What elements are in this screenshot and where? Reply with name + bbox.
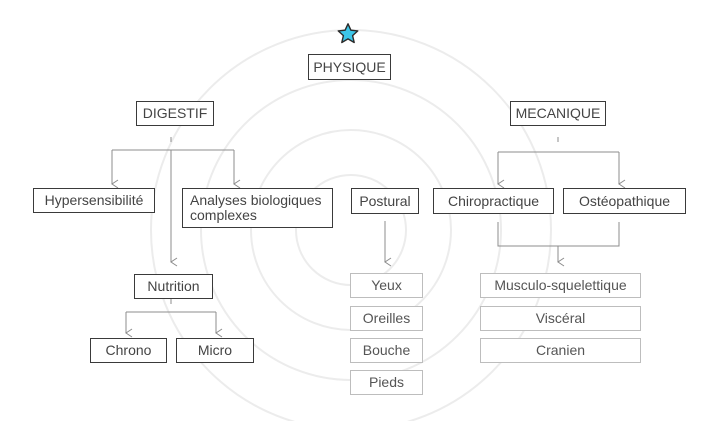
node-digestif[interactable]: DIGESTIF (136, 101, 214, 126)
node-visceral[interactable]: Viscéral (480, 306, 641, 331)
node-yeux[interactable]: Yeux (350, 273, 423, 298)
node-oreilles[interactable]: Oreilles (350, 306, 423, 331)
node-mecanique-label: MECANIQUE (515, 105, 601, 121)
node-bouche-label: Bouche (362, 342, 411, 358)
node-visceral-label: Viscéral (535, 310, 586, 326)
node-chrono[interactable]: Chrono (90, 338, 167, 363)
node-bouche[interactable]: Bouche (350, 338, 423, 363)
node-chiropractique[interactable]: Chiropractique (433, 188, 554, 214)
node-oreilles-label: Oreilles (362, 310, 411, 326)
node-cranien[interactable]: Cranien (480, 338, 641, 363)
node-musculo-squelettique[interactable]: Musculo-squelettique (480, 273, 641, 298)
node-hypersensibilite[interactable]: Hypersensibilité (33, 188, 155, 213)
node-physique-label: PHYSIQUE (313, 58, 386, 75)
node-micro[interactable]: Micro (176, 338, 254, 363)
node-chiropractique-label: Chiropractique (447, 192, 540, 209)
node-postural-label: Postural (359, 192, 411, 209)
node-micro-label: Micro (197, 342, 233, 358)
node-pieds[interactable]: Pieds (350, 370, 423, 395)
node-osteopathique[interactable]: Ostéopathique (563, 188, 686, 214)
node-musculo-label: Musculo-squelettique (494, 277, 627, 293)
node-analyses-label: Analyses biologiques complexes (190, 192, 322, 223)
node-analyses-biologiques[interactable]: Analyses biologiques complexes (182, 188, 333, 228)
node-hypersensibilite-label: Hypersensibilité (44, 192, 144, 208)
node-digestif-label: DIGESTIF (142, 105, 208, 121)
node-nutrition-label: Nutrition (147, 278, 200, 294)
node-chrono-label: Chrono (105, 342, 152, 358)
node-nutrition[interactable]: Nutrition (134, 274, 213, 299)
node-yeux-label: Yeux (371, 277, 402, 293)
node-postural[interactable]: Postural (351, 188, 419, 214)
node-cranien-label: Cranien (535, 342, 586, 358)
star-icon (337, 23, 359, 44)
node-mecanique[interactable]: MECANIQUE (510, 101, 606, 126)
node-physique[interactable]: PHYSIQUE (308, 54, 391, 80)
connector-methods-join (497, 222, 620, 247)
node-pieds-label: Pieds (368, 374, 405, 390)
node-osteopathique-label: Ostéopathique (578, 192, 671, 209)
